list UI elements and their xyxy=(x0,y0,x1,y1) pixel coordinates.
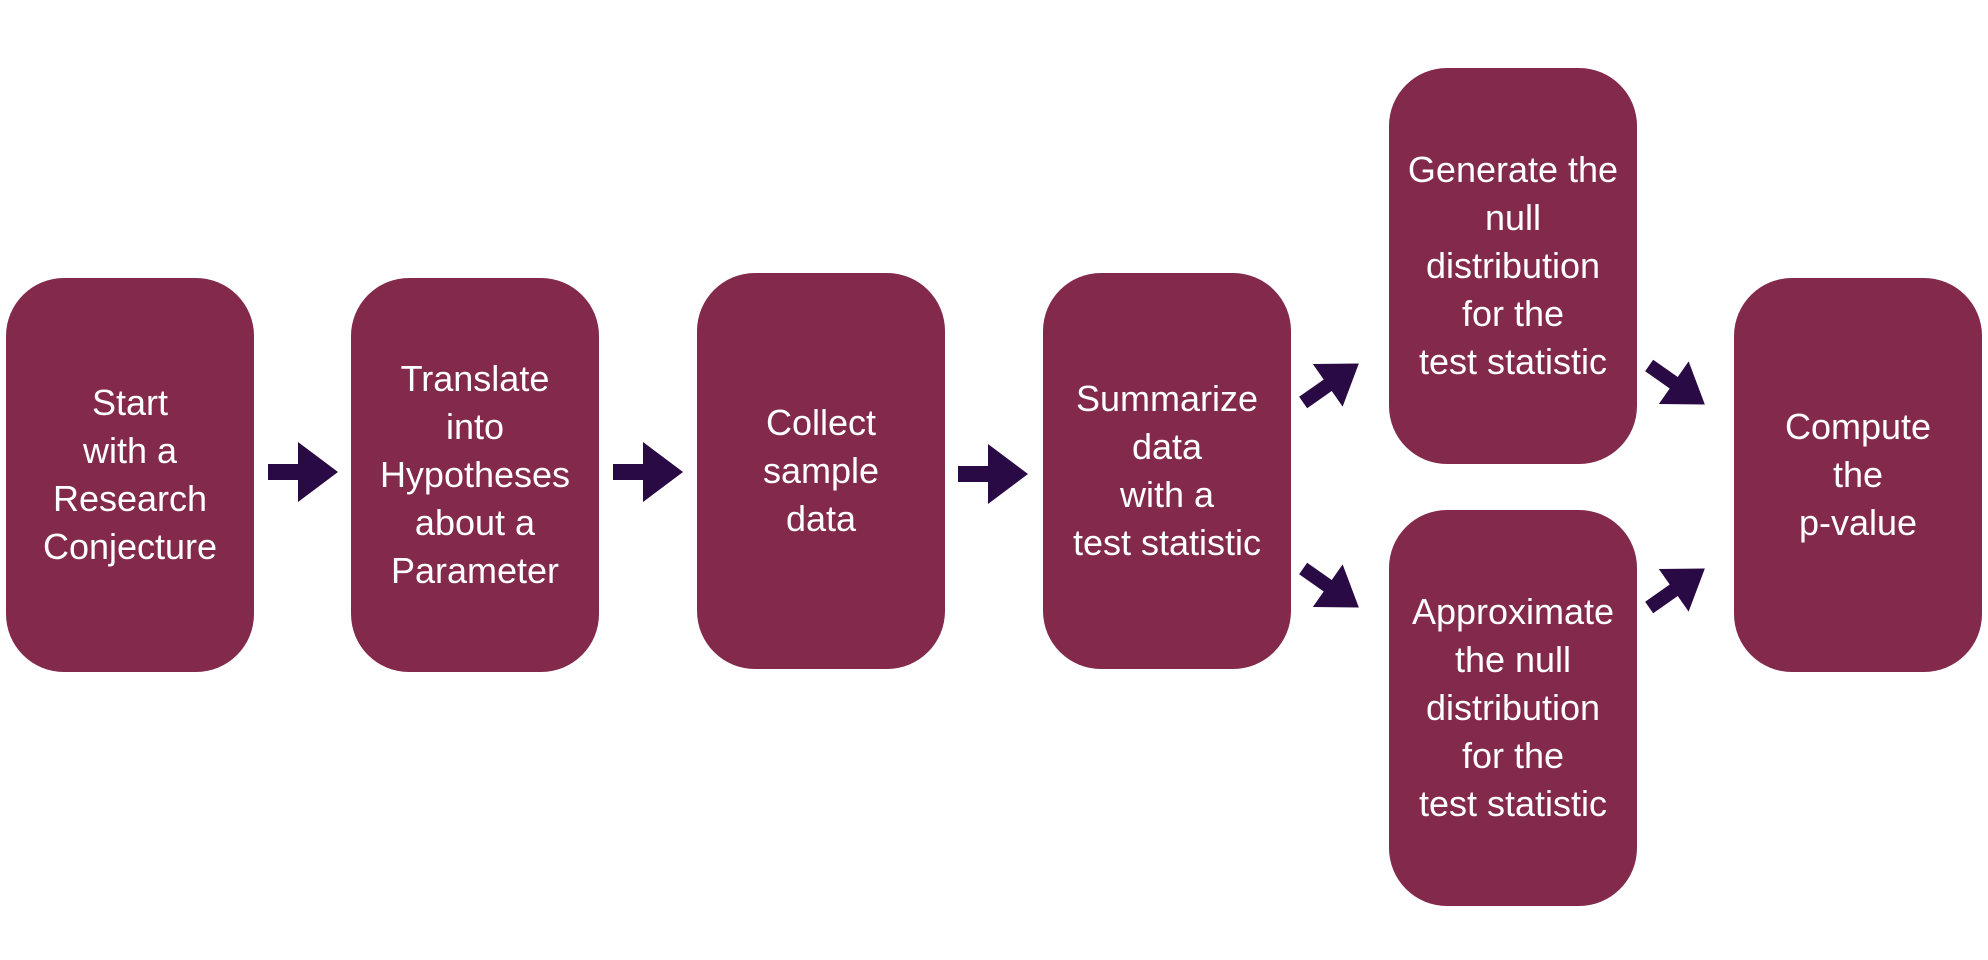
box-label: Summarize data with a test statistic xyxy=(1072,378,1262,563)
box-label: Translate into Hypotheses about a Parame… xyxy=(379,358,571,591)
diagonal-down-arrow-icon xyxy=(1645,359,1705,405)
box-summarize-test-statistic: Summarize data with a test statistic xyxy=(1043,273,1291,669)
arrow-collect-to-summarize xyxy=(958,444,1028,504)
box-label: Collect sample data xyxy=(762,402,880,539)
box-compute-p-value: Compute the p-value xyxy=(1734,278,1982,672)
right-arrow-icon xyxy=(958,444,1028,504)
box-label: Compute the p-value xyxy=(1784,406,1932,543)
arrow-start-to-translate xyxy=(268,442,338,502)
arrow-summarize-to-generate xyxy=(1299,363,1359,409)
box-label: Approximate the null distribution for th… xyxy=(1411,591,1615,824)
box-translate-hypotheses: Translate into Hypotheses about a Parame… xyxy=(351,278,599,672)
box-collect-sample-data: Collect sample data xyxy=(697,273,945,669)
right-arrow-icon xyxy=(268,442,338,502)
box-approximate-null-distribution: Approximate the null distribution for th… xyxy=(1389,510,1637,906)
box-start-research-conjecture: Start with a Research Conjecture xyxy=(6,278,254,672)
box-generate-null-distribution: Generate the null distribution for the t… xyxy=(1389,68,1637,464)
arrow-summarize-to-approximate xyxy=(1299,562,1359,608)
diagonal-up-arrow-icon xyxy=(1645,568,1705,614)
box-label: Generate the null distribution for the t… xyxy=(1407,149,1619,382)
right-arrow-icon xyxy=(613,442,683,502)
arrow-approximate-to-compute xyxy=(1645,568,1705,614)
diagonal-down-arrow-icon xyxy=(1299,562,1359,608)
diagonal-up-arrow-icon xyxy=(1299,363,1359,409)
box-label: Start with a Research Conjecture xyxy=(42,382,218,567)
arrow-translate-to-collect xyxy=(613,442,683,502)
arrow-generate-to-compute xyxy=(1645,359,1705,405)
